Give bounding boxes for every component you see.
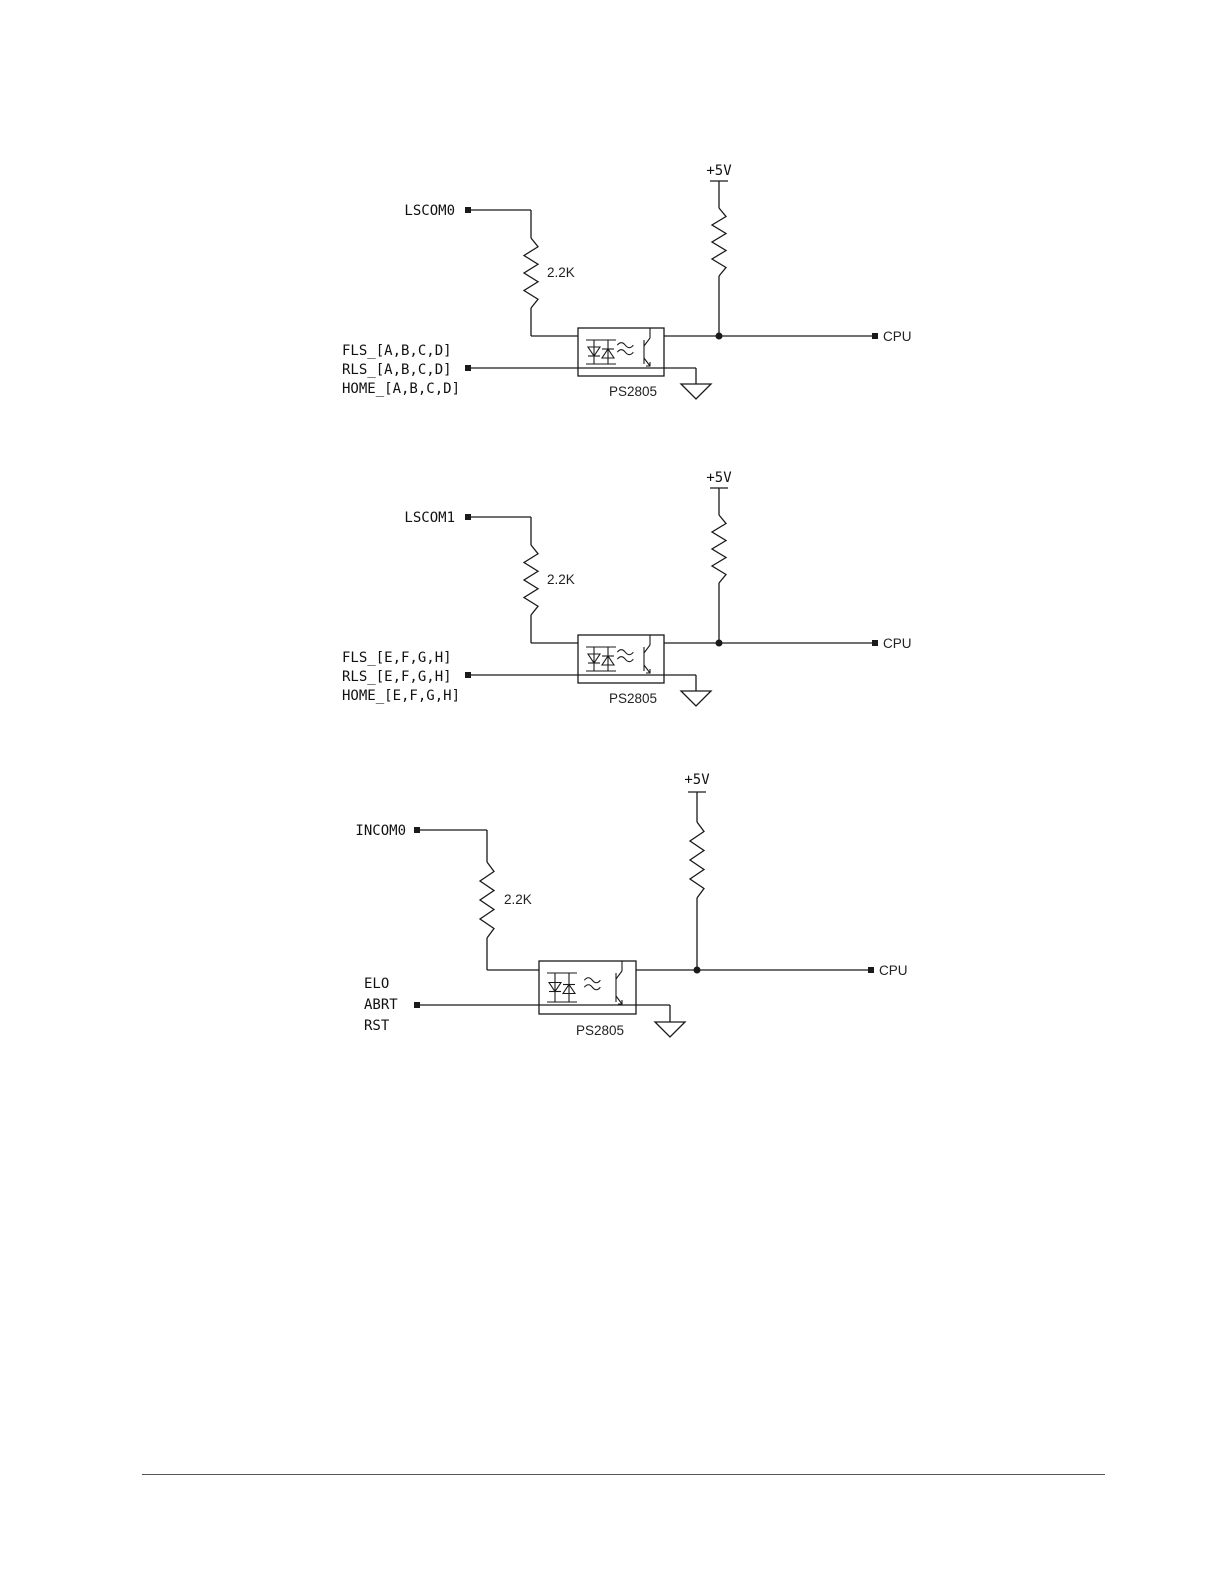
resistor-value-label: 2.2K xyxy=(547,572,575,587)
light-wave-icon xyxy=(617,343,633,348)
light-wave-icon-2 xyxy=(617,350,633,355)
phototransistor-collector xyxy=(644,645,650,653)
input-label-1: FLS_[E,F,G,H] xyxy=(342,650,452,666)
phototransistor-collector xyxy=(644,338,650,346)
supply-label: +5V xyxy=(706,163,732,179)
cpu-terminal xyxy=(868,967,874,973)
input-label-3: RST xyxy=(364,1018,390,1034)
part-label: PS2805 xyxy=(609,691,657,706)
phototransistor-emitter xyxy=(644,665,650,673)
pullup-resistor xyxy=(712,208,726,276)
supply-label: +5V xyxy=(684,772,710,788)
input-label-2: RLS_[E,F,G,H] xyxy=(342,669,452,685)
cpu-terminal xyxy=(872,333,878,339)
cpu-label: CPU xyxy=(883,329,912,344)
light-wave-icon-2 xyxy=(617,657,633,662)
ground-icon xyxy=(681,384,711,399)
phototransistor-emitter xyxy=(644,358,650,366)
resistor-value-label: 2.2K xyxy=(504,892,532,907)
input-label-1: FLS_[A,B,C,D] xyxy=(342,343,452,359)
input-label-1: ELO xyxy=(364,976,389,992)
light-wave-icon xyxy=(617,650,633,655)
input-label-3: HOME_[A,B,C,D] xyxy=(342,381,460,397)
ground-icon xyxy=(655,1022,685,1037)
part-label: PS2805 xyxy=(609,384,657,399)
cpu-label: CPU xyxy=(883,636,912,651)
common-label: LSCOM0 xyxy=(404,203,455,219)
pullup-resistor xyxy=(712,515,726,583)
input-resistor xyxy=(524,238,538,308)
input-label-3: HOME_[E,F,G,H] xyxy=(342,688,460,704)
input-label-2: ABRT xyxy=(364,997,398,1013)
circuit-group-2: LSCOM1 2.2K PS2805 CPU +5V FLS_[E,F,G,H] RLS_[… xyxy=(342,470,912,706)
light-wave-icon xyxy=(584,978,600,983)
phototransistor-collector xyxy=(616,971,622,979)
light-wave-icon-2 xyxy=(584,985,600,990)
input-resistor xyxy=(524,545,538,615)
supply-label: +5V xyxy=(706,470,732,486)
input-label-2: RLS_[A,B,C,D] xyxy=(342,362,452,378)
common-label: LSCOM1 xyxy=(404,510,455,526)
footer-rule xyxy=(142,1474,1105,1475)
common-label: INCOM0 xyxy=(355,823,406,839)
input-resistor xyxy=(480,862,494,938)
cpu-label: CPU xyxy=(879,963,908,978)
phototransistor-emitter xyxy=(616,996,622,1004)
cpu-terminal xyxy=(872,640,878,646)
part-label: PS2805 xyxy=(576,1023,624,1038)
circuit-group-1: LSCOM0 2.2K PS2805 CPU +5V FLS_[A,B,C,D] RLS_[… xyxy=(342,163,912,399)
resistor-value-label: 2.2K xyxy=(547,265,575,280)
pullup-resistor xyxy=(690,822,704,898)
ground-icon xyxy=(681,691,711,706)
circuit-group-3: INCOM0 2.2K PS2805 CPU +5V ELO ABRT RST xyxy=(355,772,907,1038)
